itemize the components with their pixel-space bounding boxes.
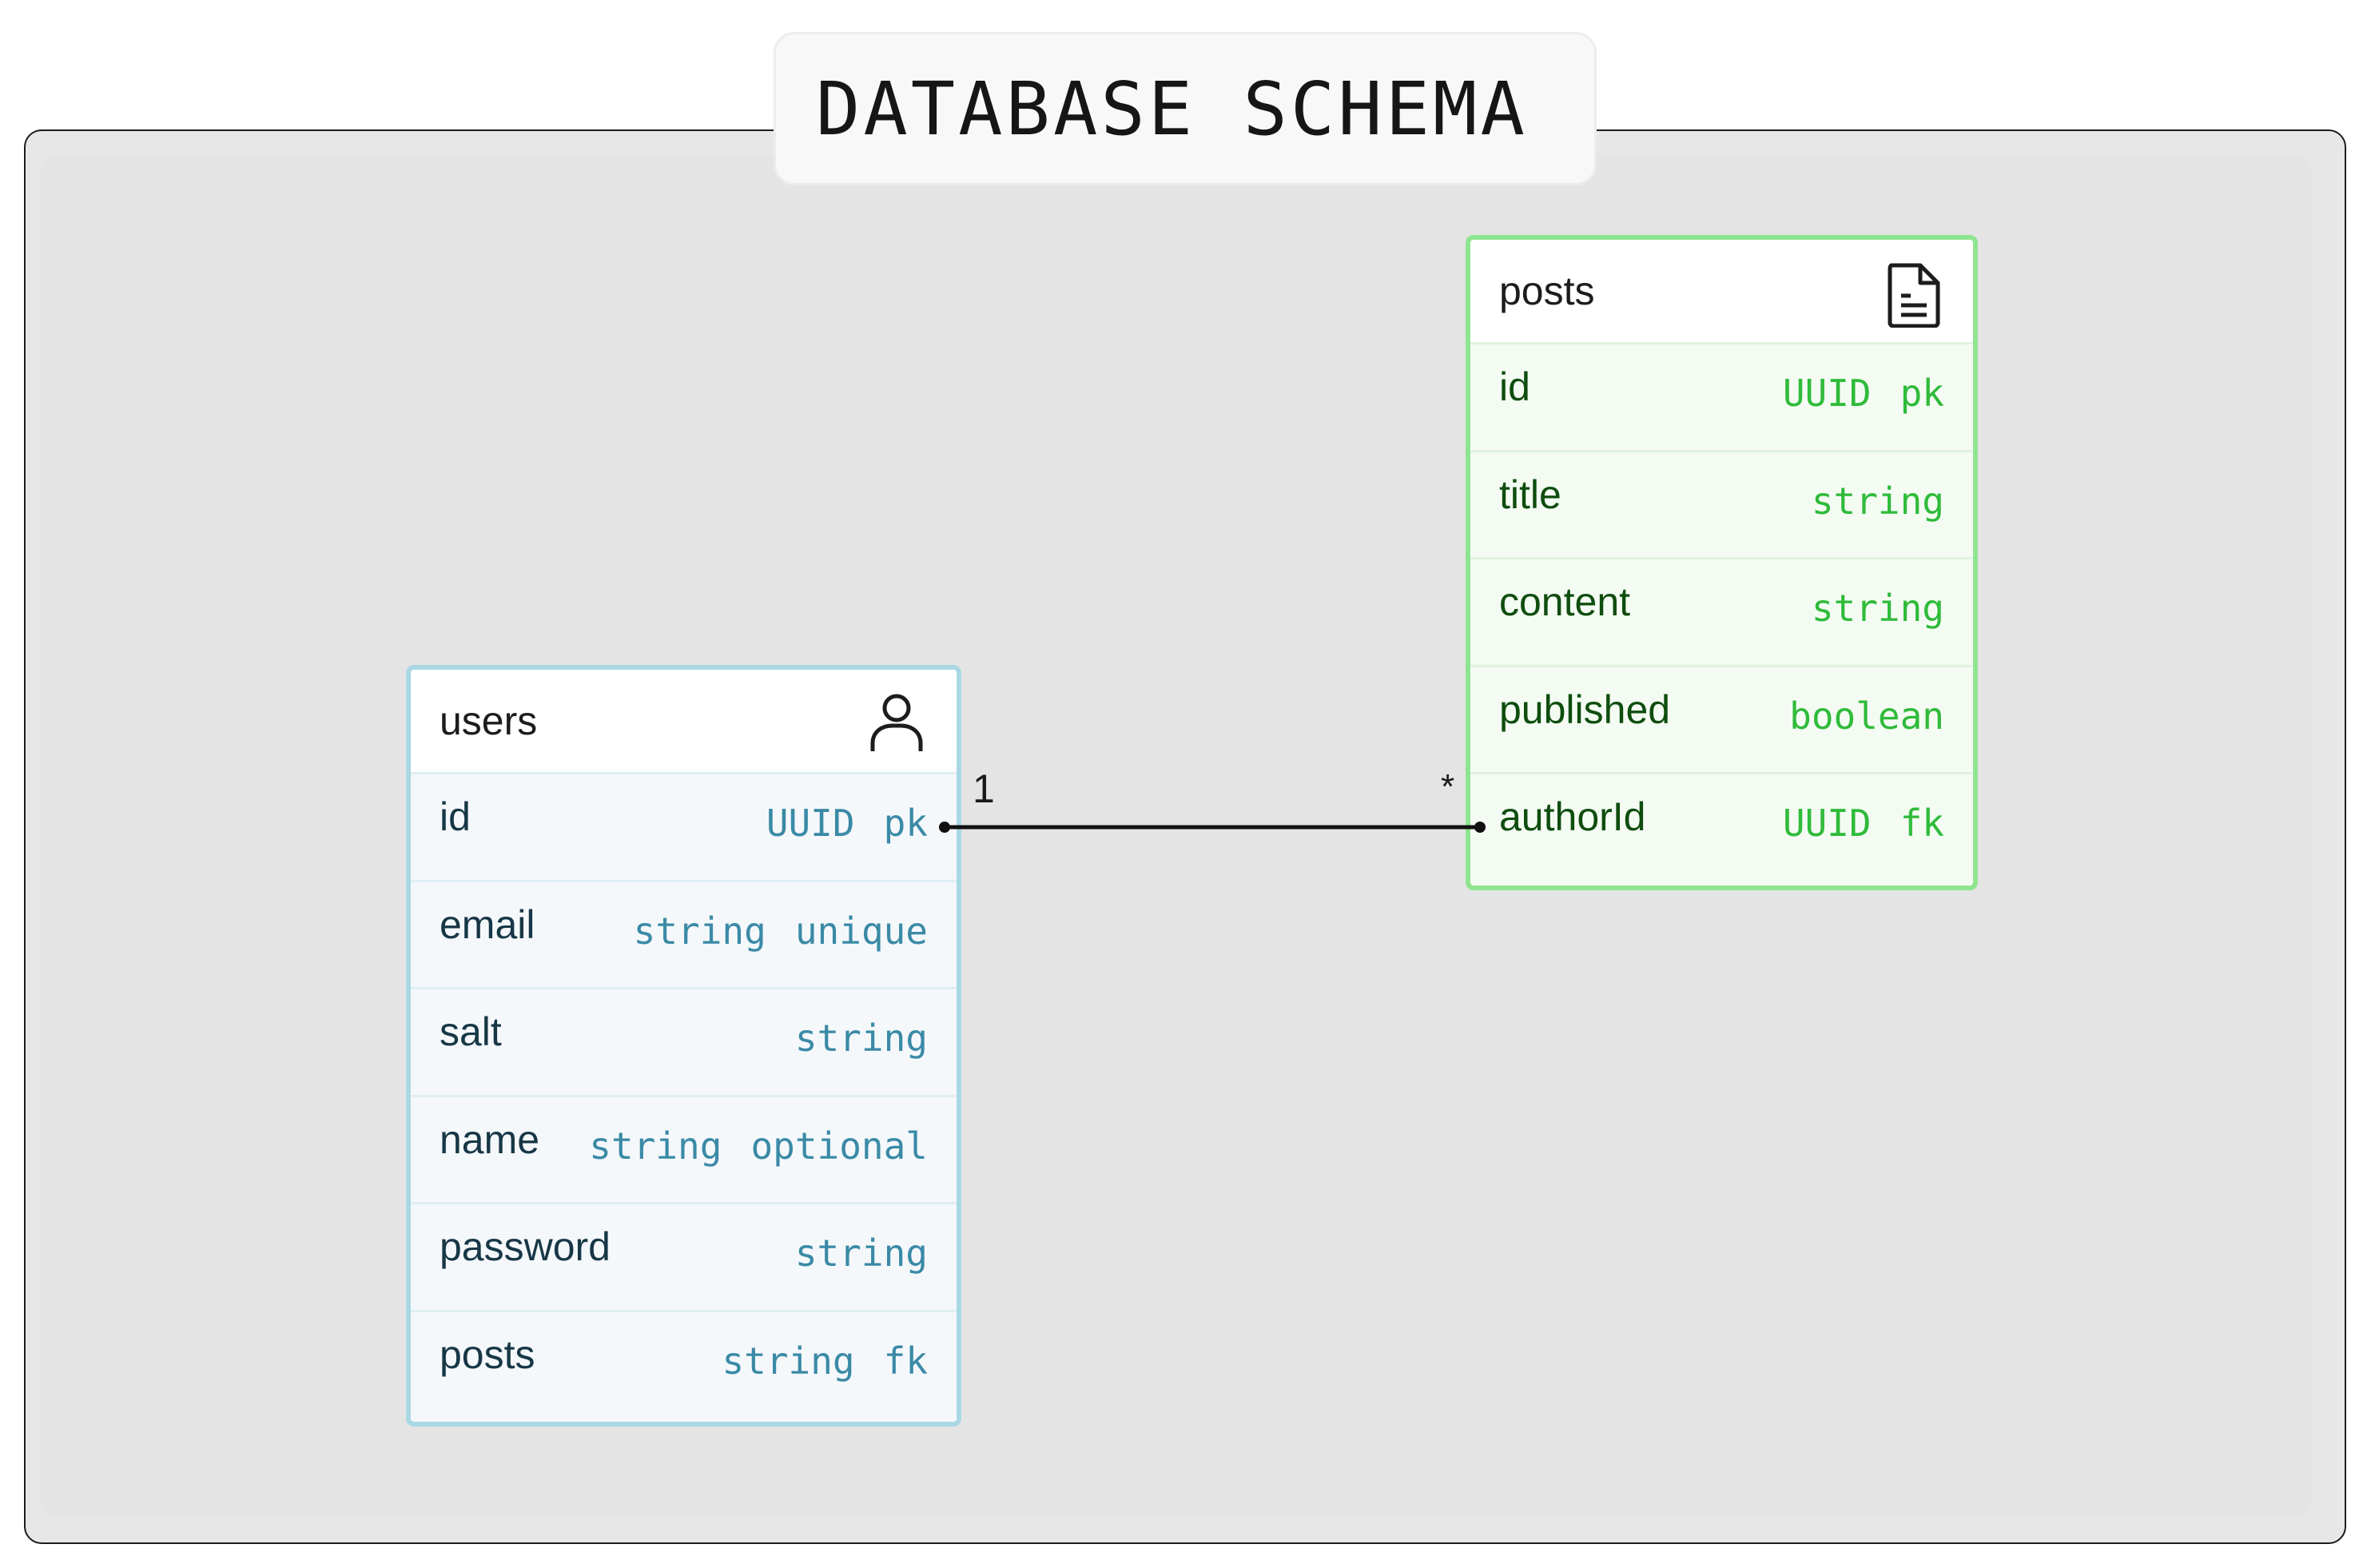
- field-row[interactable]: id UUID pk: [411, 772, 957, 880]
- entity-header: users: [411, 670, 957, 772]
- field-type: UUID: [766, 802, 855, 845]
- field-type: boolean: [1789, 694, 1944, 738]
- title-box: DATABASE SCHEMA: [774, 32, 1597, 185]
- field-type: string: [633, 909, 766, 953]
- field-types: string: [795, 1017, 928, 1060]
- field-constraint: pk: [1900, 372, 1944, 415]
- field-type: UUID: [1782, 802, 1872, 845]
- field-type: string: [794, 1232, 928, 1275]
- field-type: string: [1811, 587, 1944, 630]
- field-type: string: [589, 1124, 722, 1168]
- field-types: string optional: [589, 1124, 928, 1168]
- entity-posts[interactable]: posts id UUID pk title string content st…: [1466, 235, 1978, 890]
- entity-users[interactable]: users id UUID pk email string unique sal…: [406, 665, 961, 1427]
- field-types: string fk: [722, 1339, 928, 1383]
- diagram-title: DATABASE SCHEMA: [816, 66, 1528, 152]
- user-icon: [869, 692, 925, 757]
- field-name: email: [440, 901, 535, 947]
- field-type: string: [794, 1017, 928, 1060]
- field-type: string: [1811, 479, 1944, 523]
- field-name: authorId: [1499, 794, 1646, 839]
- field-name: salt: [440, 1009, 502, 1054]
- field-row[interactable]: title string: [1470, 449, 1973, 558]
- field-types: UUID fk: [1783, 802, 1944, 845]
- field-types: boolean: [1789, 694, 1944, 738]
- relationship-endpoint: [939, 822, 950, 833]
- field-types: string: [1812, 480, 1944, 523]
- field-types: string: [795, 1232, 928, 1275]
- field-row[interactable]: name string optional: [411, 1094, 957, 1203]
- field-row[interactable]: authorId UUID fk: [1470, 772, 1973, 880]
- field-row[interactable]: password string: [411, 1202, 957, 1310]
- field-types: UUID pk: [1783, 372, 1944, 415]
- relationship-endpoint: [1474, 822, 1486, 833]
- field-types: string: [1812, 587, 1944, 630]
- field-constraint: fk: [1900, 802, 1944, 845]
- field-row[interactable]: email string unique: [411, 879, 957, 988]
- field-row[interactable]: published boolean: [1470, 664, 1973, 773]
- field-constraint: unique: [794, 909, 928, 953]
- field-row[interactable]: posts string fk: [411, 1309, 957, 1418]
- field-name: title: [1499, 472, 1561, 517]
- field-constraint: fk: [883, 1339, 928, 1383]
- field-name: posts: [440, 1331, 535, 1377]
- field-name: password: [440, 1224, 611, 1269]
- entity-name: users: [440, 698, 538, 743]
- field-row[interactable]: salt string: [411, 987, 957, 1095]
- document-icon: [1887, 262, 1941, 332]
- field-constraint: optional: [750, 1124, 928, 1168]
- entity-header: posts: [1470, 240, 1973, 342]
- field-name: name: [440, 1116, 540, 1162]
- field-row[interactable]: content string: [1470, 557, 1973, 665]
- field-types: string unique: [634, 909, 928, 953]
- cardinality-one-label: 1: [973, 766, 995, 811]
- field-type: UUID: [1782, 372, 1872, 415]
- field-type: string: [722, 1339, 855, 1383]
- field-name: id: [1499, 364, 1530, 409]
- field-name: content: [1499, 579, 1631, 624]
- field-name: id: [440, 794, 471, 839]
- field-name: published: [1499, 686, 1671, 732]
- field-types: UUID pk: [766, 802, 928, 845]
- cardinality-many-label: *: [1441, 767, 1455, 806]
- field-constraint: pk: [883, 802, 928, 845]
- entity-name: posts: [1499, 269, 1595, 313]
- field-row[interactable]: id UUID pk: [1470, 342, 1973, 450]
